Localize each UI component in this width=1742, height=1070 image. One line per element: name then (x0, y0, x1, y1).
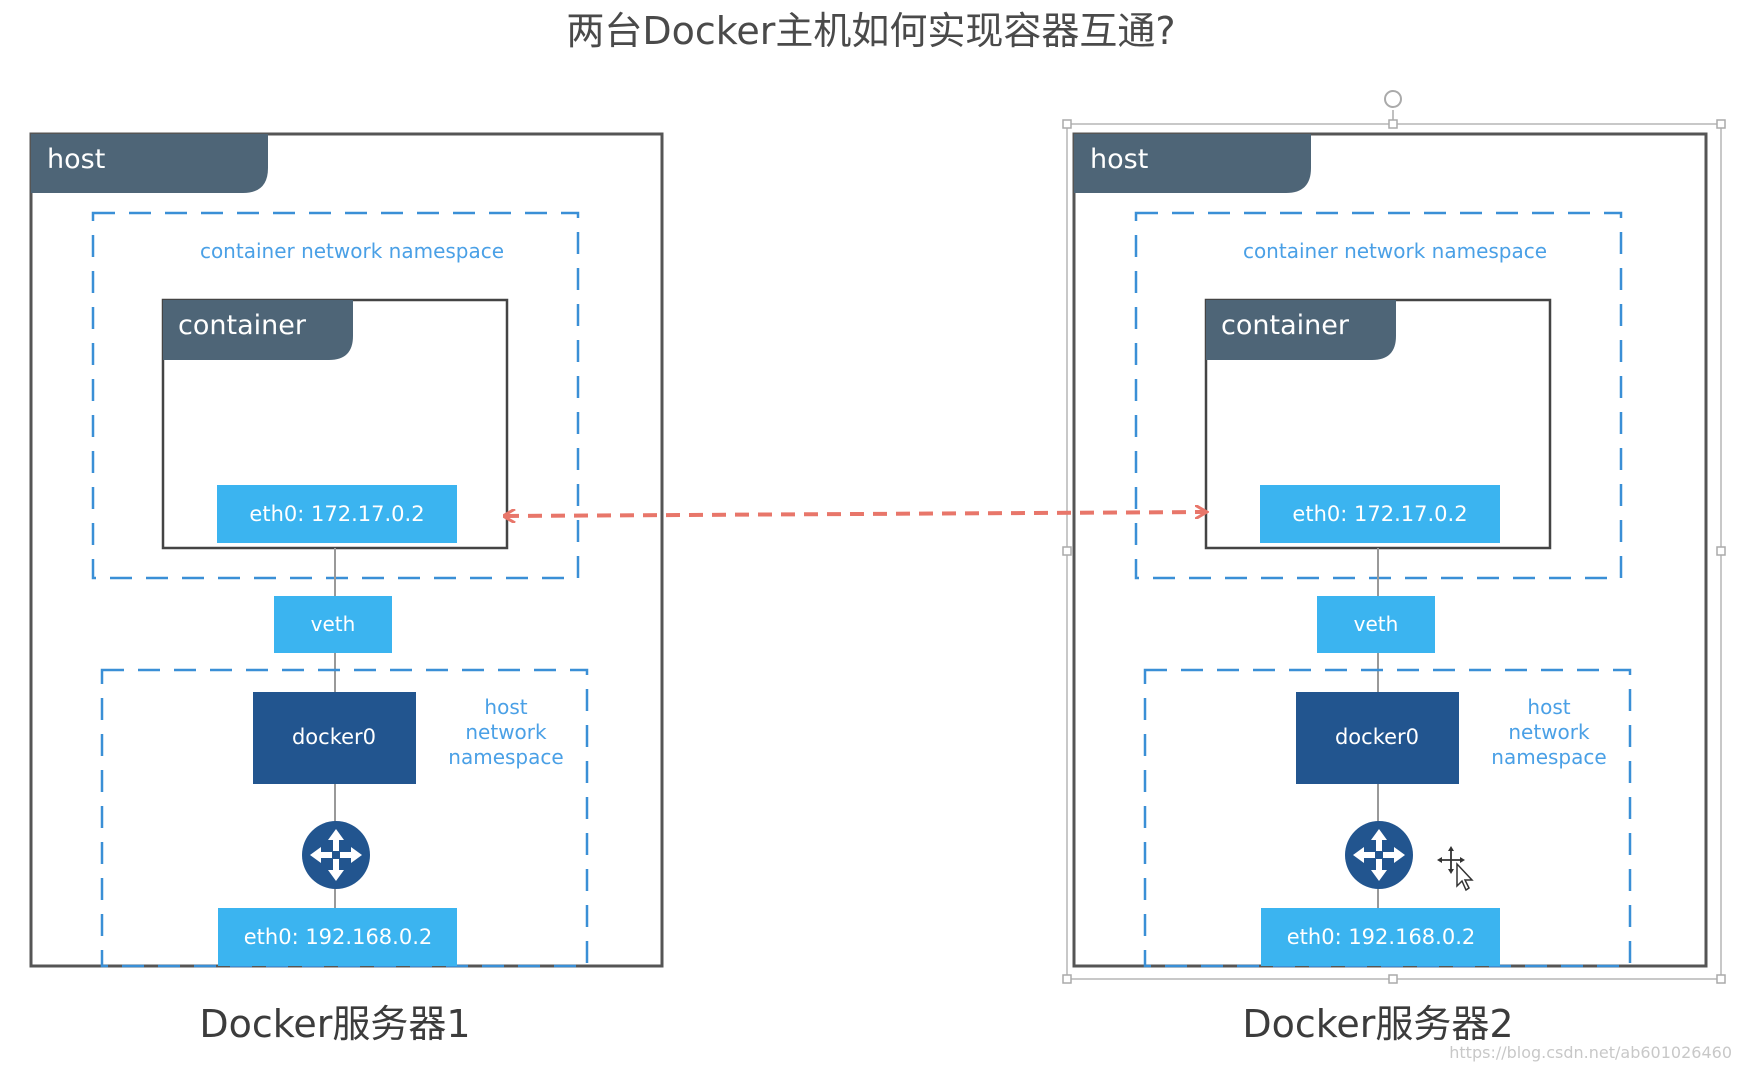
host-1-eth0-container (217, 485, 457, 543)
host-1-veth (274, 596, 392, 653)
host-1-tab (31, 134, 268, 193)
host-1-host-ns-label-1: host (484, 695, 527, 719)
host-2-host-ns-label-3: namespace (1491, 745, 1606, 769)
host-2-container-label: container (1221, 310, 1350, 341)
watermark: https://blog.csdn.net/ab601026460 (1449, 1043, 1732, 1062)
host-2-eth0-container-label: eth0: 172.17.0.2 (1292, 502, 1467, 526)
host-2-eth0-host-label: eth0: 192.168.0.2 (1287, 925, 1476, 949)
host-1-label: host (47, 144, 105, 175)
host-2-container-ns-label: container network namespace (1243, 239, 1547, 263)
host-1-eth0-container-label: eth0: 172.17.0.2 (249, 502, 424, 526)
host-2-veth-label: veth (1354, 612, 1399, 636)
move-cursor-icon (1437, 846, 1474, 892)
host-2-docker0-label: docker0 (1335, 725, 1419, 749)
rotate-handle-icon[interactable] (1384, 90, 1402, 120)
host-2-eth0-host (1261, 908, 1500, 966)
host-2-docker0 (1296, 692, 1459, 784)
host-2-router-icon (1345, 821, 1413, 889)
host-2-eth0-container (1260, 485, 1500, 543)
host-1-eth0-host (218, 908, 457, 966)
host-1-docker0-label: docker0 (292, 725, 376, 749)
host-1-docker0 (253, 692, 416, 784)
host-1-host-ns-label-3: namespace (448, 745, 563, 769)
host-2-container-tab (1206, 300, 1396, 360)
host-1: host container network namespace contain… (29, 132, 664, 968)
host-1-router-icon (302, 821, 370, 889)
host-1-veth-label: veth (311, 612, 356, 636)
host-2-host-ns-label-1: host (1527, 695, 1570, 719)
host-1-caption: Docker服务器1 (199, 1002, 471, 1046)
host-1-container-ns-label: container network namespace (200, 239, 504, 263)
host-2-label: host (1090, 144, 1148, 175)
host-1-host-ns-label-2: network (465, 720, 547, 744)
host-1-container-tab (163, 300, 353, 360)
host-1-eth0-host-label: eth0: 192.168.0.2 (244, 925, 433, 949)
host-2: host container network namespace contain… (1062, 90, 1726, 984)
host-1-container-label: container (178, 310, 307, 341)
host-2-caption: Docker服务器2 (1242, 1002, 1514, 1046)
selection-handles[interactable] (1062, 119, 1726, 984)
container-connection-arrow (505, 512, 1205, 516)
host-2-tab (1074, 134, 1311, 193)
host-2-host-ns-label-2: network (1508, 720, 1590, 744)
diagram-title: 两台Docker主机如何实现容器互通? (566, 9, 1176, 53)
host-2-veth (1317, 596, 1435, 653)
